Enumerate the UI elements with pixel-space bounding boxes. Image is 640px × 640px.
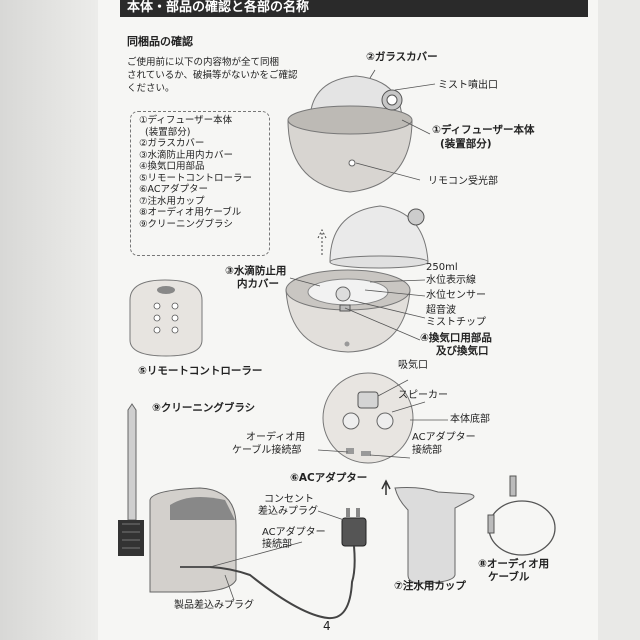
parts-list-item: ⑨クリーニングブラシ xyxy=(139,218,233,230)
label-level-line: 水位表示線 xyxy=(426,275,476,286)
base-bottom-illustration xyxy=(322,372,414,464)
label-outlet-plug-sub: 差込みプラグ xyxy=(258,506,318,517)
parts-list-item: ②ガラスカバー xyxy=(139,138,205,149)
label-level-sensor: 水位センサー xyxy=(426,290,486,301)
label-speaker: スピーカー xyxy=(398,390,448,401)
parts-list-item: (装置部分) xyxy=(145,126,191,138)
page-number: 4 xyxy=(323,619,331,633)
parts-list-item: ③水滴防止用内カバー xyxy=(139,149,234,161)
label-ac-connector-sub: 接続部 xyxy=(262,539,292,550)
parts-list-box: ①ディフューザー本体 (装置部分) ②ガラスカバー ③水滴防止用内カバー ④換気… xyxy=(130,111,270,256)
ac-adapter-illustration xyxy=(209,508,367,620)
remote-control-illustration xyxy=(129,279,203,357)
diffuser-base-illustration xyxy=(285,269,411,353)
intro-line-2: されているか、破損等がないかをご確認 xyxy=(127,70,298,81)
label-diffuser-body-sub: (装置部分) xyxy=(440,138,492,150)
diffuser-assembled-illustration xyxy=(287,75,413,193)
label-mist-outlet: ミスト噴出口 xyxy=(438,80,498,91)
label-ac-port-sub: 接続部 xyxy=(412,445,442,456)
page-title: 本体・部品の確認と各部の名称 xyxy=(127,0,310,15)
label-inner-cover-sub: 内カバー xyxy=(237,278,279,290)
label-product-plug: 製品差込みプラグ xyxy=(174,600,254,611)
label-cup: ⑦注水用カップ xyxy=(394,580,466,592)
label-ultrasonic-sub: ミストチップ xyxy=(426,317,486,328)
section-title: 同梱品の確認 xyxy=(127,35,193,48)
label-vent-part: ④換気口用部品 xyxy=(420,332,492,344)
parts-list-item: ④換気口用部品 xyxy=(139,161,205,172)
parts-list-item: ⑧オーディオ用ケーブル xyxy=(139,207,242,218)
label-outlet-plug: コンセント xyxy=(264,494,314,505)
label-audio-cable: ⑧オーディオ用 xyxy=(478,558,550,570)
parts-list-item: ①ディフューザー本体 xyxy=(139,115,233,126)
intro-line-3: ください。 xyxy=(127,83,175,94)
label-diffuser-body: ①ディフューザー本体 xyxy=(432,124,535,136)
parts-list-item: ⑤リモートコントローラー xyxy=(139,172,253,184)
intro-line-1: ご使用前に以下の内容物が全て同梱 xyxy=(127,57,280,68)
parts-list-item: ⑥ACアダプター xyxy=(139,184,208,195)
label-level-250: 250ml xyxy=(426,262,458,273)
label-inner-cover: ③水滴防止用 xyxy=(225,265,287,277)
label-audio-cable-sub: ケーブル xyxy=(488,571,530,583)
water-cup-illustration xyxy=(394,487,475,584)
label-intake: 吸気口 xyxy=(398,360,428,371)
label-ac-adapter: ⑥ACアダプター xyxy=(290,472,368,484)
label-remote-receiver: リモコン受光部 xyxy=(428,176,498,187)
label-ac-port: ACアダプター xyxy=(412,432,476,443)
label-glass-cover: ②ガラスカバー xyxy=(366,51,438,63)
label-base: 本体底部 xyxy=(450,414,490,425)
header-bar xyxy=(120,0,588,17)
audio-cable-illustration xyxy=(487,475,556,556)
diffuser-side-illustration xyxy=(149,487,237,593)
label-audio-port-sub: ケーブル接続部 xyxy=(232,445,302,456)
glass-cover-illustration xyxy=(317,205,429,269)
parts-list-item: ⑦注水用カップ xyxy=(139,195,205,207)
cleaning-brush-illustration xyxy=(118,403,144,556)
label-remote: ⑤リモートコントローラー xyxy=(138,365,263,377)
label-ultrasonic: 超音波 xyxy=(426,305,456,316)
label-ac-connector: ACアダプター xyxy=(262,527,326,538)
page-gutter-shadow xyxy=(0,0,98,640)
label-vent-part-sub: 及び換気口 xyxy=(436,345,489,357)
label-brush: ⑨クリーニングブラシ xyxy=(152,402,256,414)
label-audio-port: オーディオ用 xyxy=(246,432,306,443)
